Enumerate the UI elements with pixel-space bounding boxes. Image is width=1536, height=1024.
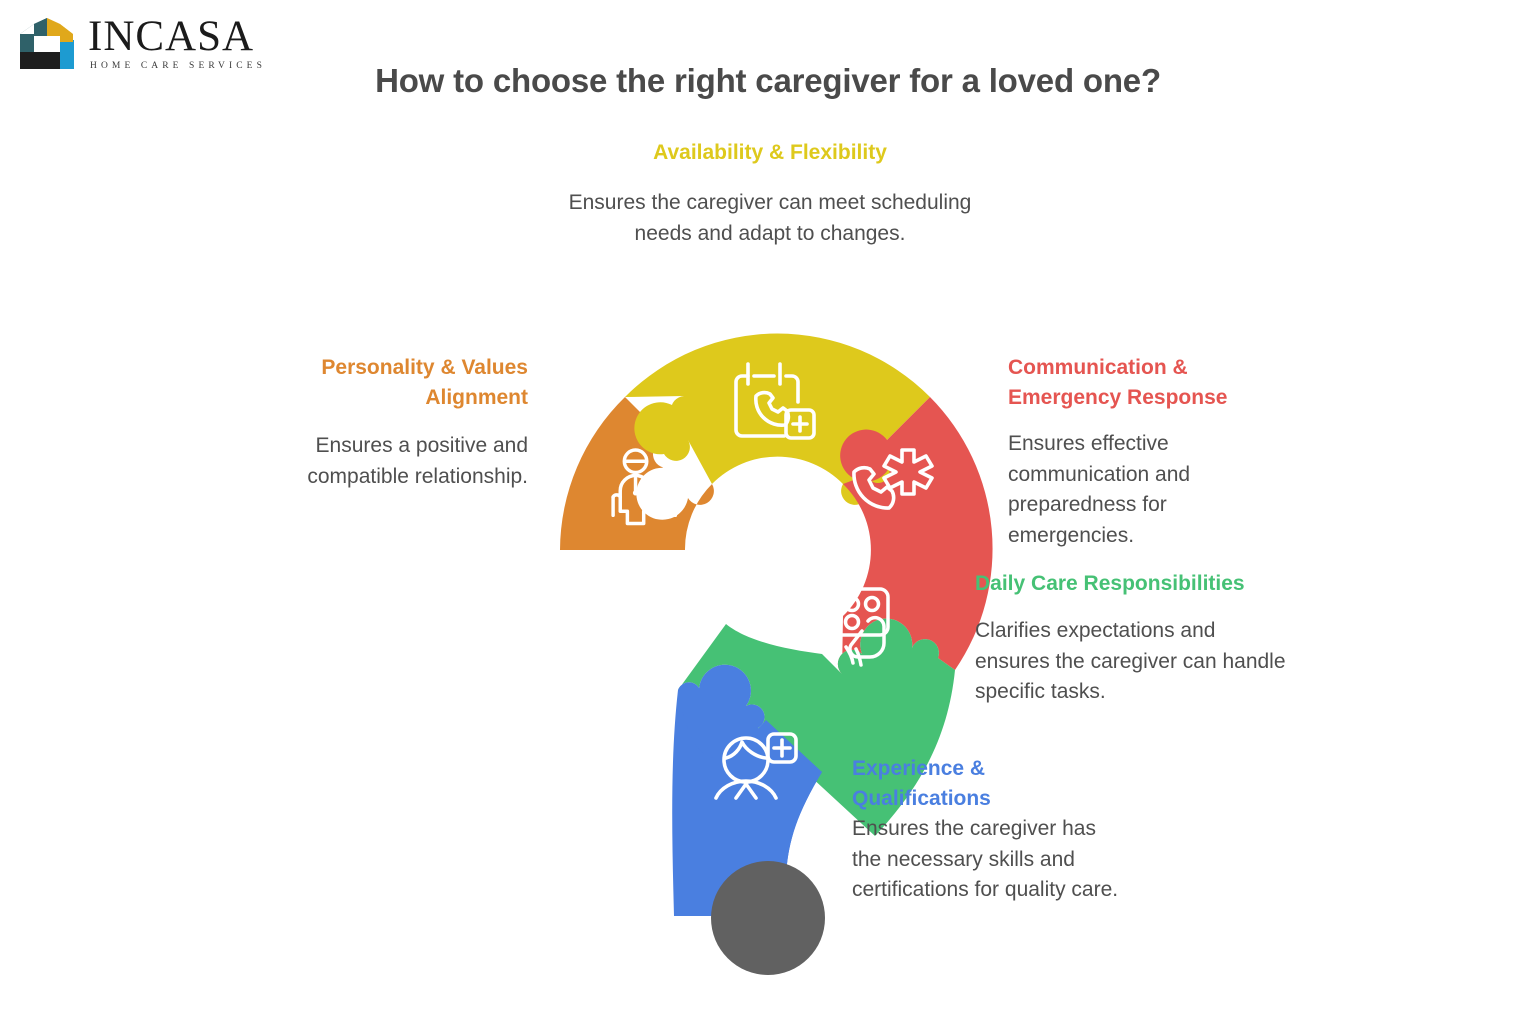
- question-mark-puzzle-diagram: [520, 320, 1040, 980]
- calendar-phone-plus-icon: [734, 362, 816, 440]
- callout-title-experience: Experience & Qualifications: [852, 757, 991, 810]
- caregiver-and-senior-icon: [611, 448, 683, 526]
- brand-logo: INCASA HOME CARE SERVICES: [16, 8, 266, 80]
- callout-communication: Communication & Emergency Response Ensur…: [1008, 353, 1282, 551]
- callout-title-availability: Availability & Flexibility: [653, 141, 887, 164]
- callout-availability: Availability & Flexibility Ensures the c…: [558, 138, 982, 249]
- puzzle-piece-communication[interactable]: [837, 397, 993, 674]
- callout-title-communication: Communication & Emergency Response: [1008, 356, 1228, 409]
- page-title: How to choose the right caregiver for a …: [375, 62, 1161, 99]
- logo-tagline: HOME CARE SERVICES: [90, 61, 266, 71]
- incasa-house-logo-icon: [20, 18, 74, 69]
- callout-body-communication: Ensures effective communication and prep…: [1008, 432, 1191, 547]
- callout-personality: Personality & Values Alignment Ensures a…: [248, 353, 528, 492]
- callout-experience: Experience & Qualifications Ensures the …: [852, 754, 1124, 906]
- callout-daily-care: Daily Care Responsibilities Clarifies ex…: [975, 569, 1287, 708]
- logo-wordmark: INCASA HOME CARE SERVICES: [88, 13, 268, 72]
- callout-title-personality: Personality & Values Alignment: [321, 356, 528, 409]
- logo-name: INCASA: [88, 13, 255, 60]
- callout-body-personality: Ensures a positive and compatible relati…: [307, 434, 528, 488]
- nurse-badge-icon: [714, 732, 798, 800]
- callout-body-experience: Ensures the caregiver has the necessary …: [852, 817, 1119, 901]
- callout-body-availability: Ensures the caregiver can meet schedulin…: [568, 191, 972, 245]
- callout-body-daily-care: Clarifies expectations and ensures the c…: [975, 619, 1286, 703]
- puzzle-piece-daily-care[interactable]: [678, 618, 955, 836]
- phone-medical-star-icon: [852, 448, 934, 510]
- pill-organizer-hand-icon: [814, 587, 890, 667]
- callout-title-daily-care: Daily Care Responsibilities: [975, 572, 1245, 595]
- question-mark-dot: [711, 861, 825, 975]
